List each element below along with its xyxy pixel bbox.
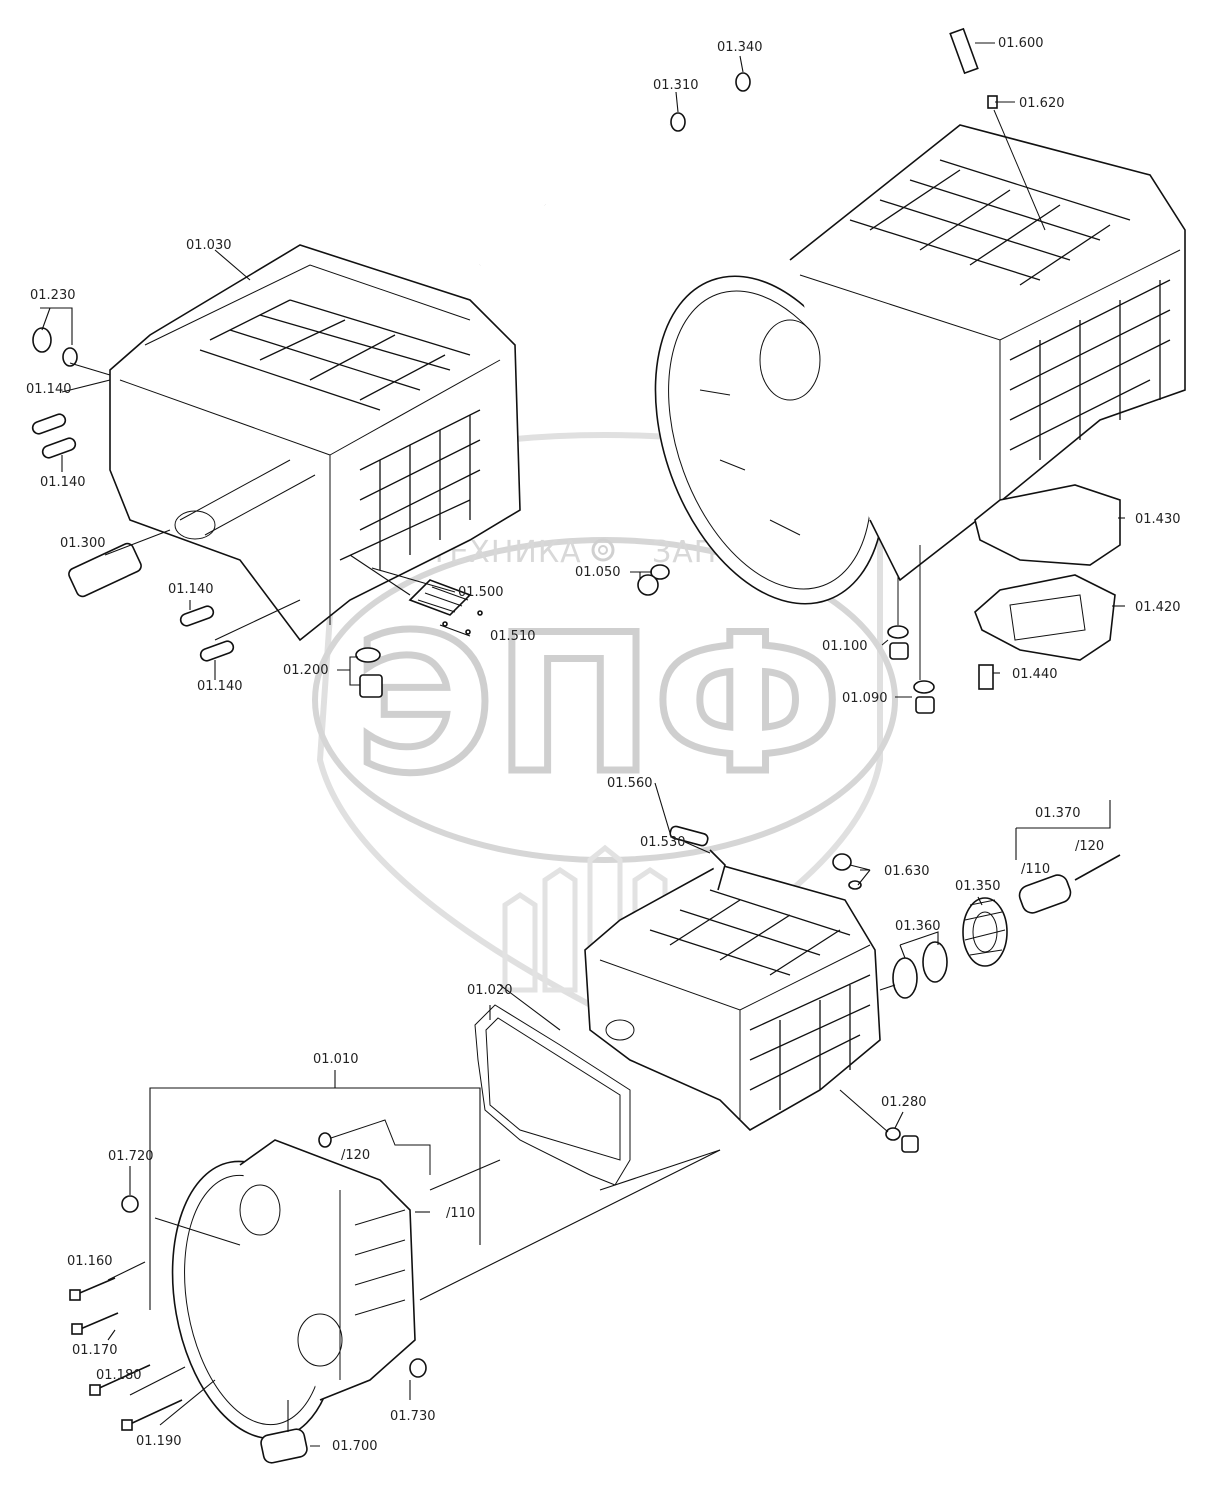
watermark-shield	[316, 432, 883, 1014]
washer-280	[885, 1127, 901, 1141]
label-01-620: 01.620	[1019, 96, 1065, 111]
main-housing-right	[654, 124, 1186, 605]
washer-200	[355, 647, 381, 663]
washer-100	[887, 625, 909, 639]
label-01-300: 01.300	[60, 536, 106, 551]
bolts-left	[69, 1195, 183, 1431]
pin-370-120	[1074, 854, 1121, 881]
label-01-560: 01.560	[607, 776, 653, 791]
label-01-700: 01.700	[332, 1439, 378, 1454]
label-01-180: 01.180	[96, 1368, 142, 1383]
label-01-720: 01.720	[108, 1149, 154, 1164]
plug-730	[409, 1358, 427, 1378]
plug-200	[359, 674, 383, 698]
gear-icon	[591, 538, 615, 562]
label-01-140-d: 01.140	[197, 679, 243, 694]
label-01-440: 01.440	[1012, 667, 1058, 682]
washer-630	[848, 880, 862, 890]
plug-090	[915, 696, 935, 714]
label-01-170: 01.170	[72, 1343, 118, 1358]
fitting-530	[709, 849, 726, 891]
label-01-510: 01.510	[490, 629, 536, 644]
label-01-200: 01.200	[283, 663, 329, 678]
gear-350	[962, 897, 1008, 967]
plug-280	[901, 1135, 919, 1153]
label-01-730: 01.730	[390, 1409, 436, 1424]
label-01-430: 01.430	[1135, 512, 1181, 527]
bolt-440	[978, 664, 994, 690]
label-01-140-b: 01.140	[40, 475, 86, 490]
label-01-140-a: 01.140	[26, 382, 72, 397]
label-01-010-120: /120	[341, 1148, 370, 1163]
bearing-360b	[922, 941, 948, 983]
label-01-360: 01.360	[895, 919, 941, 934]
dipstick	[949, 27, 979, 75]
bell-housing	[171, 1139, 416, 1440]
label-01-350: 01.350	[955, 879, 1001, 894]
middle-housing	[584, 864, 881, 1131]
washer-090	[913, 680, 935, 694]
plug-050	[637, 574, 659, 596]
plug-100	[889, 642, 909, 660]
label-01-500: 01.500	[458, 585, 504, 600]
bearing-360a	[892, 957, 918, 999]
oil-filter-block	[408, 579, 483, 635]
label-01-370: 01.370	[1035, 806, 1081, 821]
oil-tube	[479, 112, 686, 365]
label-01-190: 01.190	[136, 1434, 182, 1449]
label-01-030: 01.030	[186, 238, 232, 253]
label-01-230: 01.230	[30, 288, 76, 303]
seal-700	[260, 1428, 308, 1464]
label-01-090: 01.090	[842, 691, 888, 706]
watermark-letters: ЭПФ	[355, 594, 842, 815]
seal-ring	[735, 72, 751, 92]
tube-010-120	[324, 1119, 431, 1175]
label-01-340: 01.340	[717, 40, 763, 55]
label-01-010-110: /110	[446, 1206, 475, 1221]
label-01-310: 01.310	[653, 78, 699, 93]
main-housing-left	[109, 244, 521, 642]
label-01-600: 01.600	[998, 36, 1044, 51]
label-01-370-110: /110	[1021, 862, 1050, 877]
label-01-630: 01.630	[884, 864, 930, 879]
label-01-420: 01.420	[1135, 600, 1181, 615]
label-01-020: 01.020	[467, 983, 513, 998]
gasket-430	[974, 484, 1121, 566]
label-01-140-c: 01.140	[168, 582, 214, 597]
left-small-parts	[31, 327, 235, 662]
label-01-160: 01.160	[67, 1254, 113, 1269]
label-01-370-120: /120	[1075, 839, 1104, 854]
plug-630	[832, 853, 852, 871]
sleeve-560	[669, 825, 709, 847]
leader-lines	[40, 42, 1125, 1447]
cover-420	[974, 574, 1116, 661]
part-labels: 01.340 01.310 01.600 01.620 01.230 01.03…	[26, 36, 1181, 1454]
label-01-280: 01.280	[881, 1095, 927, 1110]
label-01-100: 01.100	[822, 639, 868, 654]
label-01-010: 01.010	[313, 1052, 359, 1067]
label-01-050: 01.050	[575, 565, 621, 580]
pin-370-110	[1018, 874, 1072, 914]
label-01-530: 01.530	[640, 835, 686, 850]
